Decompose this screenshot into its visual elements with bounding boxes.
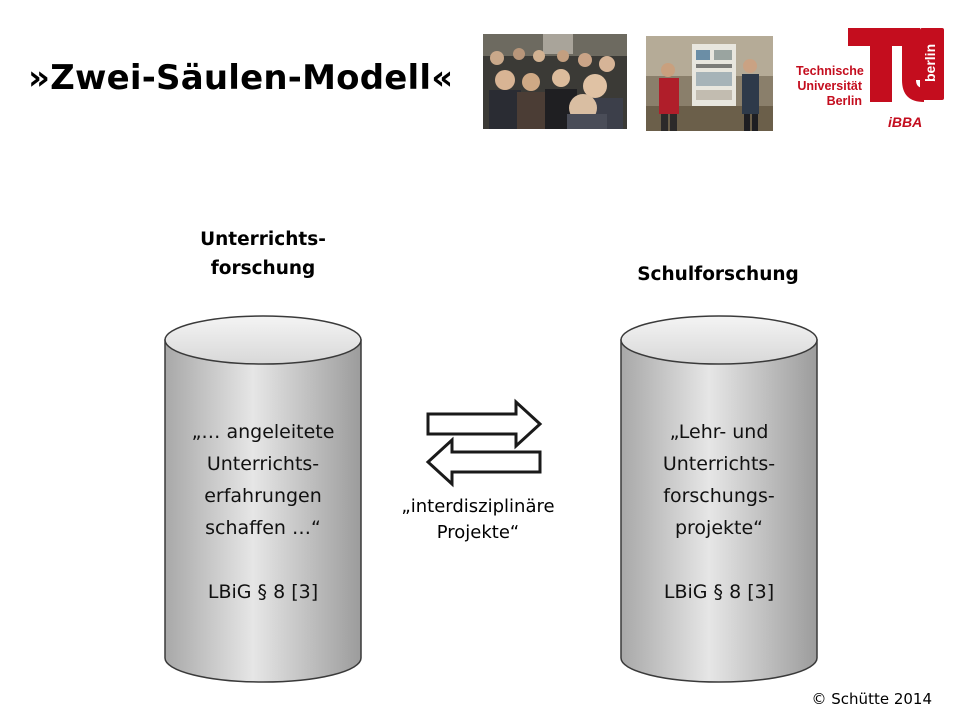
pillar-left-text: „… angeleitete Unterrichts- erfahrungen … (165, 416, 361, 608)
tu-berlin-logo: Technische Universität Berlin berlin iBB… (796, 26, 948, 136)
copyright-note: © Schütte 2014 (811, 690, 932, 708)
pillar-right-reference: LBiG § 8 [3] (663, 581, 775, 603)
pillar-left (164, 315, 362, 683)
pillar-right (620, 315, 818, 683)
arrow-right-icon (426, 398, 543, 450)
audience-photo (483, 34, 627, 129)
exchange-arrows (425, 398, 543, 488)
tu-logo-mark (848, 28, 944, 102)
interdisciplinary-projects-label: „interdisziplinäre Projekte“ (401, 496, 555, 543)
logo-wordmark: Technische Universität Berlin (796, 64, 864, 108)
heading-schulforschung: Schulforschung (637, 264, 799, 285)
poster-session-photo (646, 36, 773, 131)
logo-berlin-vertical: berlin (922, 43, 938, 83)
ibba-label: iBBA (888, 114, 923, 130)
pillar-right-text: „Lehr- und Unterrichts- forschungs- proj… (621, 416, 817, 608)
pillar-left-reference: LBiG § 8 [3] (207, 581, 319, 603)
heading-unterrichtsforschung: Unterrichts- forschung (200, 229, 326, 279)
slide-title: »Zwei-Säulen-Modell« (28, 58, 454, 98)
arrow-left-icon (425, 436, 542, 488)
